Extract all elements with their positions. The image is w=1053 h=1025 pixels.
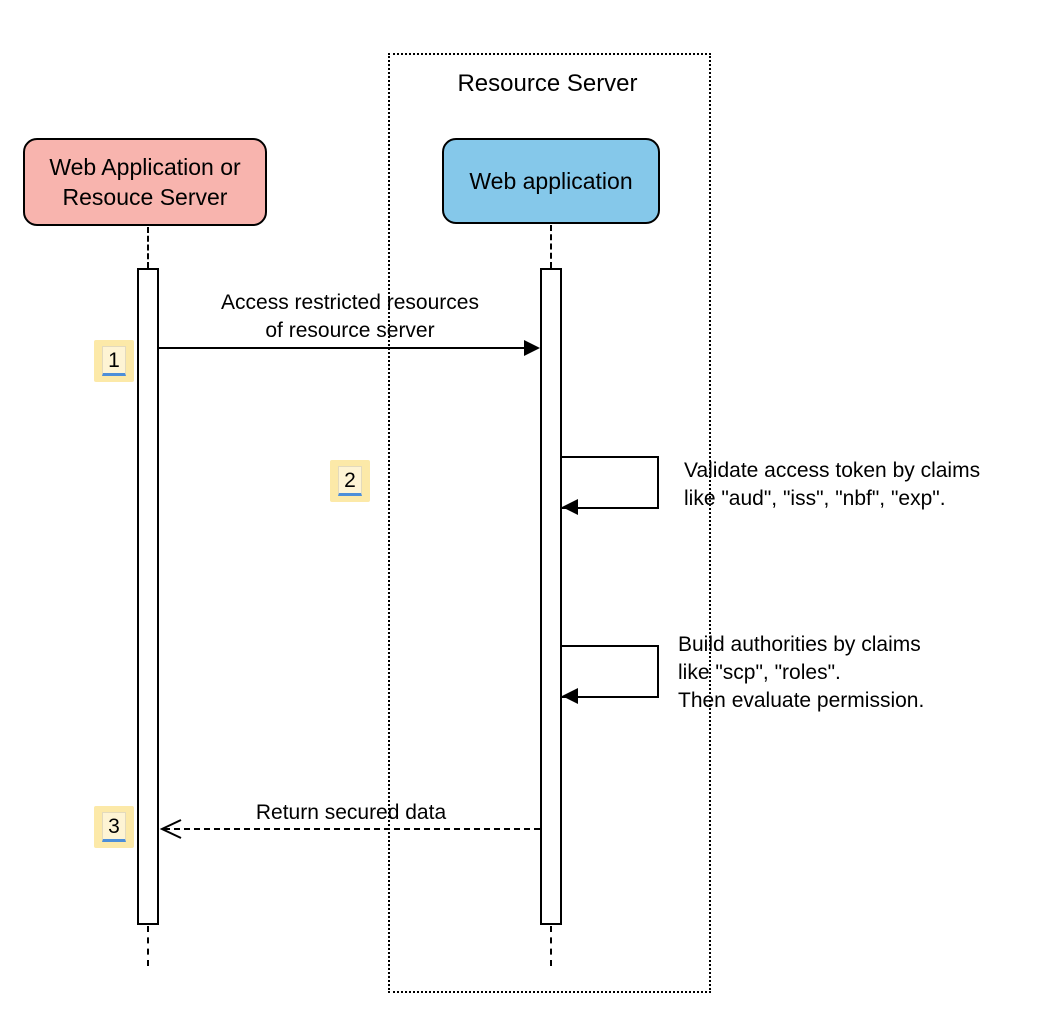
- message-3-label: Build authorities by claims like "scp", …: [678, 631, 1048, 715]
- step-badge-1[interactable]: 1: [94, 340, 134, 382]
- message-line: Then evaluate permission.: [678, 689, 925, 712]
- message-1-label: Access restricted resources of resource …: [160, 289, 540, 345]
- message-4-label: Return secured data: [162, 799, 540, 827]
- left-lifeline-bottom: [147, 926, 149, 966]
- left-activation-bar: [137, 268, 159, 925]
- message-line: of resource server: [265, 319, 435, 342]
- self-call-1-arrowhead: [562, 499, 578, 515]
- left-lifeline-top: [147, 227, 149, 268]
- self-call-loop-1: [562, 456, 659, 509]
- actor-label-line: Web Application or: [49, 154, 241, 180]
- actor-label-line: Resouce Server: [62, 184, 228, 210]
- boundary-title: Resource Server: [457, 70, 638, 97]
- step-number-link[interactable]: 2: [338, 466, 362, 496]
- right-activation-bar: [540, 268, 562, 925]
- step-number-link[interactable]: 1: [102, 346, 126, 376]
- message-1-line: [159, 347, 526, 349]
- message-line: Access restricted resources: [221, 291, 479, 314]
- actor-web-application: Web application: [442, 138, 660, 224]
- actor-web-application-or-resource-server: Web Application or Resouce Server: [23, 138, 267, 226]
- resource-server-boundary: [388, 53, 711, 993]
- message-4-line: [164, 828, 540, 830]
- message-1-arrowhead: [524, 340, 540, 356]
- message-2-label: Validate access token by claims like "au…: [684, 457, 1044, 513]
- step-badge-3[interactable]: 3: [94, 806, 134, 848]
- message-line: like "scp", "roles".: [678, 661, 841, 684]
- message-line: Return secured data: [255, 801, 447, 824]
- message-4-open-arrowhead: [159, 819, 182, 839]
- self-call-2-arrowhead: [562, 688, 578, 704]
- right-lifeline-top: [550, 225, 552, 268]
- right-lifeline-bottom: [550, 926, 552, 966]
- self-call-loop-2: [562, 645, 659, 698]
- message-line: Build authorities by claims: [678, 633, 921, 656]
- step-number-link[interactable]: 3: [102, 812, 126, 842]
- actor-label-line: Web application: [469, 168, 633, 194]
- message-line: like "aud", "iss", "nbf", "exp".: [684, 487, 946, 510]
- message-line: Validate access token by claims: [684, 459, 981, 482]
- step-badge-2[interactable]: 2: [330, 460, 370, 502]
